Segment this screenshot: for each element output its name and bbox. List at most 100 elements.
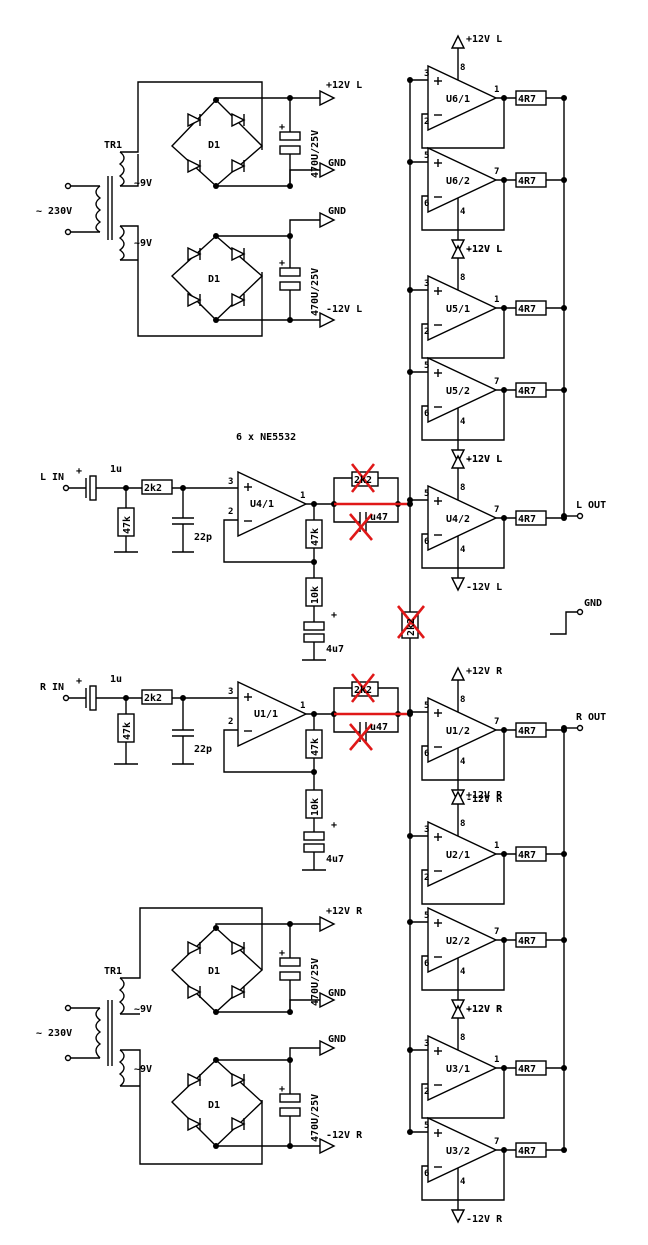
bridge-label-1: D1 bbox=[208, 140, 220, 151]
pin-label: 7 bbox=[494, 717, 499, 727]
cap-in-plus-left: + bbox=[76, 466, 82, 477]
c-filter-label-left: 22p bbox=[194, 532, 212, 543]
c-gnd-label-left: 4u7 bbox=[326, 644, 344, 655]
bridge-label-2: D1 bbox=[208, 274, 220, 285]
supply-label: +12V L bbox=[466, 34, 502, 45]
pin-label: 8 bbox=[460, 819, 465, 829]
pin-label: 5 bbox=[424, 1121, 429, 1131]
ground-icon bbox=[550, 608, 584, 635]
svg-text:2: 2 bbox=[228, 717, 233, 727]
pin-label: 8 bbox=[460, 483, 465, 493]
pin-label: 1 bbox=[494, 1055, 499, 1065]
opamp-label: U2/1 bbox=[446, 850, 470, 861]
mains-label-bottom: ~ 230V bbox=[36, 1028, 72, 1039]
opamp-icon bbox=[427, 696, 498, 764]
opamp-label: U3/2 bbox=[446, 1146, 470, 1157]
cap-in-plus-right: + bbox=[76, 676, 82, 687]
opamp-icon bbox=[427, 64, 498, 132]
pin-label: 6 bbox=[424, 1169, 429, 1179]
psu-left: + + bbox=[64, 81, 335, 337]
supply-label: +12V R bbox=[466, 1004, 503, 1015]
buffer-opamp bbox=[407, 906, 567, 1014]
buffer-opamp bbox=[407, 1004, 567, 1119]
secondary-label-2: ~9V bbox=[134, 238, 152, 249]
pin-label: 7 bbox=[494, 377, 499, 387]
supply-label: -12V R bbox=[466, 1004, 503, 1015]
output-resistor-label: 4R7 bbox=[518, 514, 536, 525]
supply-arrow-icon bbox=[450, 790, 466, 805]
tr1-label-top: TR1 bbox=[104, 140, 122, 151]
input-bus bbox=[396, 80, 426, 1132]
pin-label: 4 bbox=[460, 757, 466, 767]
svg-text:3: 3 bbox=[228, 477, 233, 487]
opamp-label: U5/2 bbox=[446, 386, 470, 397]
svg-text:+: + bbox=[279, 258, 285, 269]
output-resistor-label: 4R7 bbox=[518, 1146, 536, 1157]
pin-label: 8 bbox=[460, 695, 465, 705]
rail-pos-right: +12V R bbox=[326, 906, 363, 917]
filter-cap-label-3: 470U/25V bbox=[310, 958, 321, 1006]
pin-label: 6 bbox=[424, 409, 429, 419]
svg-text:+: + bbox=[331, 610, 337, 621]
pin-label: 1 bbox=[494, 295, 499, 305]
secondary-label-4: ~9V bbox=[134, 1064, 152, 1075]
pin-label: 5 bbox=[424, 911, 429, 921]
pin-label: 7 bbox=[494, 1137, 499, 1147]
supply-label: +12V L bbox=[466, 244, 502, 255]
svg-text:2: 2 bbox=[228, 507, 233, 517]
supply-label: -12V L bbox=[466, 582, 502, 593]
r-removed-label-left: 2k2 bbox=[354, 475, 372, 486]
opamp-icon bbox=[427, 356, 498, 424]
bridge-label-4: D1 bbox=[208, 1100, 220, 1111]
pin-label: 2 bbox=[424, 873, 429, 883]
supply-arrow-icon bbox=[450, 1209, 466, 1224]
svg-text:+: + bbox=[279, 948, 285, 959]
output-resistor-label: 4R7 bbox=[518, 850, 536, 861]
output-resistor-label: 4R7 bbox=[518, 176, 536, 187]
buffer-opamp bbox=[407, 244, 567, 359]
buffer-opamp bbox=[407, 356, 567, 464]
pin-label: 2 bbox=[424, 327, 429, 337]
supply-arrow-icon bbox=[450, 454, 466, 469]
supply-arrow-icon bbox=[450, 577, 466, 592]
ground-label: GND bbox=[584, 598, 602, 609]
secondary-label-1: ~9V bbox=[134, 178, 152, 189]
supply-label: -12V R bbox=[466, 794, 503, 805]
pin-label: 1 bbox=[494, 85, 499, 95]
opamp-icon bbox=[427, 820, 498, 888]
rail-gnd-right-2: GND bbox=[328, 1034, 346, 1045]
pin-label: 8 bbox=[460, 63, 465, 73]
supply-label: +12V R bbox=[466, 666, 503, 677]
pin-label: 4 bbox=[460, 967, 466, 977]
r-gnd-label-right: 10k bbox=[310, 798, 321, 816]
pin-label: 8 bbox=[460, 1033, 465, 1043]
pin-label: 5 bbox=[424, 361, 429, 371]
r-gnd-label-left: 10k bbox=[310, 586, 321, 604]
rail-gnd-left-1: GND bbox=[328, 158, 346, 169]
output-resistor-label: 4R7 bbox=[518, 386, 536, 397]
pin-label: 2 bbox=[424, 117, 429, 127]
r-series-label-right: 2k2 bbox=[144, 693, 162, 704]
pin-label: 4 bbox=[460, 1177, 466, 1187]
buffer-opamp bbox=[407, 1116, 567, 1224]
tr1-label-bottom: TR1 bbox=[104, 966, 122, 977]
link-resistor-label: 2k2 bbox=[406, 618, 417, 636]
input-stage-right: + bbox=[62, 673, 410, 871]
pin-label: 5 bbox=[424, 701, 429, 711]
svg-text:+: + bbox=[279, 1084, 285, 1095]
input-stage-left: + bbox=[62, 463, 410, 661]
svg-text:1: 1 bbox=[300, 491, 305, 501]
c-removed-label-right: u47 bbox=[370, 722, 388, 733]
buffer-opamp bbox=[407, 454, 567, 592]
r-series-label-left: 2k2 bbox=[144, 483, 162, 494]
pin-label: 3 bbox=[424, 1039, 429, 1049]
r-shunt-label-left: 47k bbox=[122, 516, 133, 534]
svg-text:1: 1 bbox=[300, 701, 305, 711]
pin-label: 3 bbox=[424, 825, 429, 835]
pin-label: 6 bbox=[424, 959, 429, 969]
buffer-opamp bbox=[407, 34, 567, 149]
rail-neg-left: -12V L bbox=[326, 304, 362, 315]
buffer-opamp bbox=[407, 790, 567, 905]
